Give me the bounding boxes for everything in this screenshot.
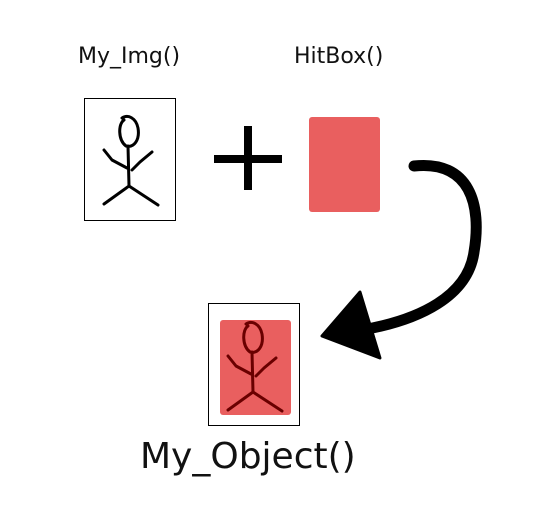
overlaid-figure-right-leg <box>251 390 284 413</box>
hitbox-rectangle <box>309 117 380 212</box>
figure-head <box>118 114 140 148</box>
figure-right-arm <box>130 150 154 172</box>
overlaid-figure-right-arm <box>254 356 278 378</box>
img-frame-border <box>84 98 176 221</box>
my-img-label: My_Img() <box>78 44 181 69</box>
my-object-frame <box>208 303 300 426</box>
figure-left-arm <box>102 148 129 170</box>
arrow-shaft <box>356 160 482 336</box>
object-hitbox-overlay <box>220 320 291 415</box>
figure-body <box>126 144 131 188</box>
figure-left-leg <box>102 184 131 206</box>
stick-figure-overlaid-icon <box>226 320 284 413</box>
overlaid-figure-head <box>242 320 264 354</box>
hitbox-label: HitBox() <box>294 44 384 69</box>
overlaid-figure-left-arm <box>226 354 253 376</box>
plus-icon <box>214 126 282 190</box>
overlaid-figure-left-leg <box>226 390 255 412</box>
overlaid-figure-body <box>250 350 255 394</box>
my-object-label: My_Object() <box>140 436 356 477</box>
arrow-head <box>320 290 382 360</box>
curved-arrow-icon <box>320 160 482 360</box>
figure-right-leg <box>127 184 160 207</box>
my-img-frame <box>84 98 176 221</box>
stick-figure-icon <box>102 114 160 207</box>
